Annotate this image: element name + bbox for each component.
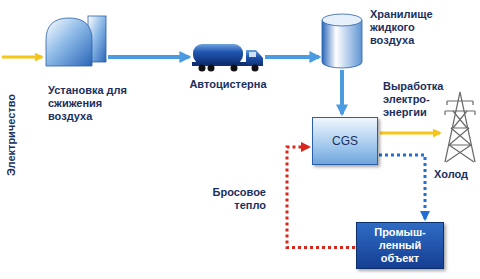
node-label: Автоцистерна (180, 78, 276, 91)
flow-arrow (265, 55, 319, 59)
flow-arrow (340, 70, 344, 114)
industrial-box: Промыш- ленный объект (356, 222, 444, 269)
plant-caption: Установка для сжижения воздуха (48, 84, 134, 123)
edge-label: Холод (434, 168, 478, 181)
input-label: Электричество (5, 94, 18, 176)
node-label: Установка для сжижения воздуха (48, 84, 134, 123)
node-label: CGS (332, 134, 358, 148)
dotted-flow-arrow (379, 155, 425, 219)
node-text-group: Хранилище жидкого воздуха (370, 8, 446, 47)
node-text-group: Промыш- ленный объект (363, 226, 437, 265)
cgs-box: CGS (312, 117, 378, 165)
tanker-truck-icon (192, 44, 263, 72)
flow-arrow (108, 55, 189, 59)
node-text-group: Установка для сжижения воздуха (48, 84, 134, 123)
storage-tank-icon (322, 14, 362, 68)
edge-label: Бросовое тепло (200, 186, 266, 212)
node-label: Хранилище жидкого воздуха (370, 8, 446, 47)
node-text-group: CGS (332, 134, 358, 148)
power-tower (445, 92, 475, 162)
output-label: Выработка электро- энергии (383, 80, 447, 119)
plant-icon (46, 16, 106, 66)
truck-caption: Автоцистерна (180, 78, 276, 91)
node-text-group: Автоцистерна (180, 78, 276, 91)
power-output-arrow (380, 132, 440, 135)
power-input-arrow (2, 56, 42, 59)
node-label: Промыш- ленный объект (363, 226, 437, 265)
storage-caption: Хранилище жидкого воздуха (370, 8, 446, 47)
